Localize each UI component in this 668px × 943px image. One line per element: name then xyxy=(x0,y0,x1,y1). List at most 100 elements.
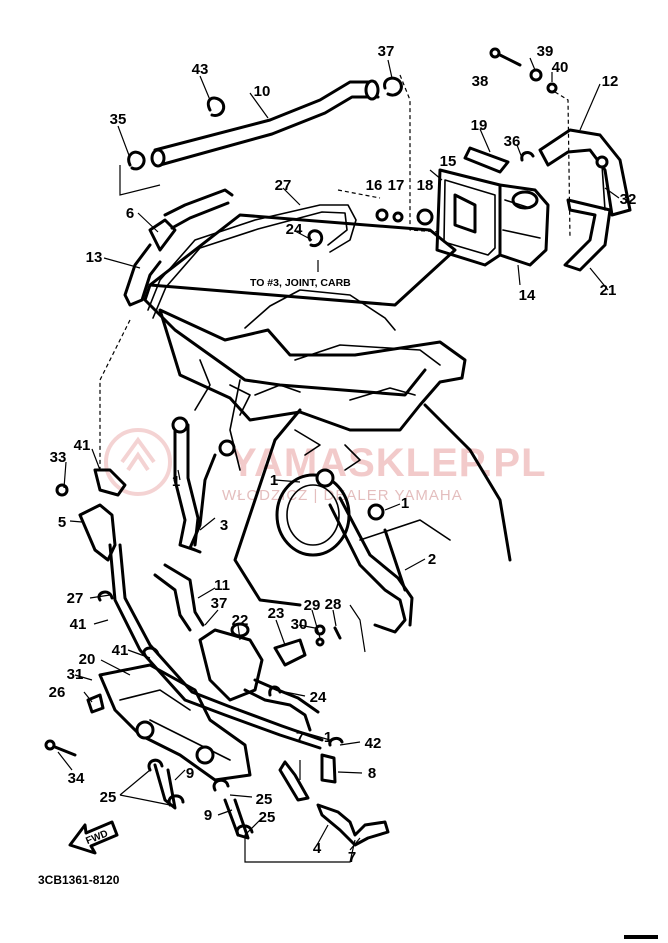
clamp-35-icon xyxy=(127,150,146,171)
hose-3 xyxy=(171,359,251,554)
label-part-24-a: 24 xyxy=(286,221,303,238)
label-part-29: 29 xyxy=(304,597,321,614)
label-part-12: 12 xyxy=(602,73,619,90)
label-part-34: 34 xyxy=(68,770,85,787)
label-part-16: 16 xyxy=(366,177,383,194)
hose-13 xyxy=(123,188,234,307)
clamp-25-b-icon xyxy=(212,778,230,792)
hose-7-upper-icon xyxy=(278,760,310,802)
label-part-25-a: 25 xyxy=(100,789,117,806)
label-part-40: 40 xyxy=(552,59,569,76)
clamp-41-lower-icon xyxy=(97,590,114,602)
label-part-41-c: 41 xyxy=(112,642,129,659)
label-part-41-b: 41 xyxy=(70,616,87,633)
label-part-37-a: 37 xyxy=(378,43,395,60)
clamp-24-lower-icon xyxy=(268,685,282,697)
label-part-27-a: 27 xyxy=(275,177,292,194)
collar-26-icon xyxy=(86,693,105,714)
label-part-28: 28 xyxy=(325,596,342,613)
label-part-25-c: 25 xyxy=(259,809,276,826)
label-part-2: 2 xyxy=(428,551,436,568)
label-part-7-b: 7 xyxy=(348,849,356,866)
label-part-1-a: 1 xyxy=(172,473,180,490)
label-part-1-d: 1 xyxy=(324,729,332,746)
label-part-42: 42 xyxy=(365,735,382,752)
label-part-9-a: 9 xyxy=(186,765,194,782)
label-part-7-a: 7 xyxy=(296,729,304,746)
hoses-lower xyxy=(147,736,390,847)
label-part-39: 39 xyxy=(537,43,554,60)
label-part-36: 36 xyxy=(504,133,521,150)
label-part-19: 19 xyxy=(471,117,488,134)
hose-4-7-icon xyxy=(316,803,390,847)
label-part-38: 38 xyxy=(472,73,489,90)
label-part-37-b: 37 xyxy=(211,595,228,612)
drawing-code: 3CB1361-8120 xyxy=(38,873,120,887)
label-part-33: 33 xyxy=(50,449,67,466)
label-part-43: 43 xyxy=(192,61,209,78)
air-box xyxy=(435,128,632,272)
annotation-to-carb: TO #3, JOINT, CARB xyxy=(250,277,351,289)
label-part-6: 6 xyxy=(126,205,134,222)
hose-27-lower xyxy=(97,543,324,750)
label-part-32: 32 xyxy=(620,191,637,208)
hose-2 xyxy=(294,429,414,634)
label-part-35: 35 xyxy=(110,111,127,128)
clamp-25-a-icon xyxy=(147,758,164,772)
reference-lines xyxy=(99,74,571,470)
washer-17-icon xyxy=(392,211,404,223)
hose-9-right-icon xyxy=(223,798,250,840)
hose-10 xyxy=(127,76,403,171)
bracket-23-icon xyxy=(273,638,307,667)
watermark: YAMASKLEP.PL WŁODZICZ | DEALER YAMAHA xyxy=(104,428,547,504)
label-part-26: 26 xyxy=(49,684,66,701)
fwd-arrow-icon: FWD xyxy=(68,820,119,855)
watermark-tagline: WŁODZICZ | DEALER YAMAHA xyxy=(222,487,463,504)
label-part-9-b: 9 xyxy=(204,807,212,824)
valve-assembly-20 xyxy=(44,663,252,782)
bracket-21-icon xyxy=(563,198,612,272)
label-part-30: 30 xyxy=(291,616,308,633)
label-part-4: 4 xyxy=(313,840,322,857)
label-part-14: 14 xyxy=(519,287,536,304)
label-part-27-b: 27 xyxy=(67,590,84,607)
label-part-18: 18 xyxy=(417,177,434,194)
washer-39-icon xyxy=(529,68,543,82)
washer-16-icon xyxy=(375,208,389,222)
hose-9-left-icon xyxy=(153,763,177,810)
page-mark xyxy=(624,935,658,939)
callout-lines xyxy=(57,57,620,863)
label-part-17: 17 xyxy=(388,177,405,194)
label-part-41-a: 41 xyxy=(74,437,91,454)
washer-29-icon xyxy=(315,637,325,647)
engine-block xyxy=(143,213,512,607)
grommet-18-icon xyxy=(416,208,434,226)
label-part-5: 5 xyxy=(58,514,66,531)
clip-36-icon xyxy=(520,151,535,162)
clamp-42-icon xyxy=(328,736,344,747)
label-part-8: 8 xyxy=(368,765,376,782)
screw-28-icon xyxy=(333,626,342,640)
hose-27-upper xyxy=(147,204,357,319)
yamaha-logo-icon xyxy=(104,428,172,496)
gasket-19-icon xyxy=(463,146,510,174)
bolt-33-icon xyxy=(55,483,69,497)
label-part-1-c: 1 xyxy=(401,495,409,512)
label-part-13: 13 xyxy=(86,249,103,266)
label-part-21: 21 xyxy=(600,282,617,299)
hardware-top xyxy=(375,47,558,226)
label-part-1-b: 1 xyxy=(270,472,278,489)
label-part-11: 11 xyxy=(214,577,230,594)
hose-12-icon xyxy=(538,128,632,217)
bracket-5 xyxy=(55,468,127,562)
label-part-22: 22 xyxy=(232,612,249,629)
label-part-31: 31 xyxy=(67,666,84,683)
clamp-25-c-icon xyxy=(235,824,254,837)
part-number-labels: 1 1 1 1 2 3 4 5 6 7 7 8 9 9 10 11 12 13 … xyxy=(49,43,637,866)
watermark-brand: YAMASKLEP.PL xyxy=(230,441,547,485)
fitting-6-icon xyxy=(148,218,177,252)
nut-40-icon xyxy=(546,82,558,94)
joint-41-icon xyxy=(93,468,127,497)
label-part-25-b: 25 xyxy=(256,791,273,808)
